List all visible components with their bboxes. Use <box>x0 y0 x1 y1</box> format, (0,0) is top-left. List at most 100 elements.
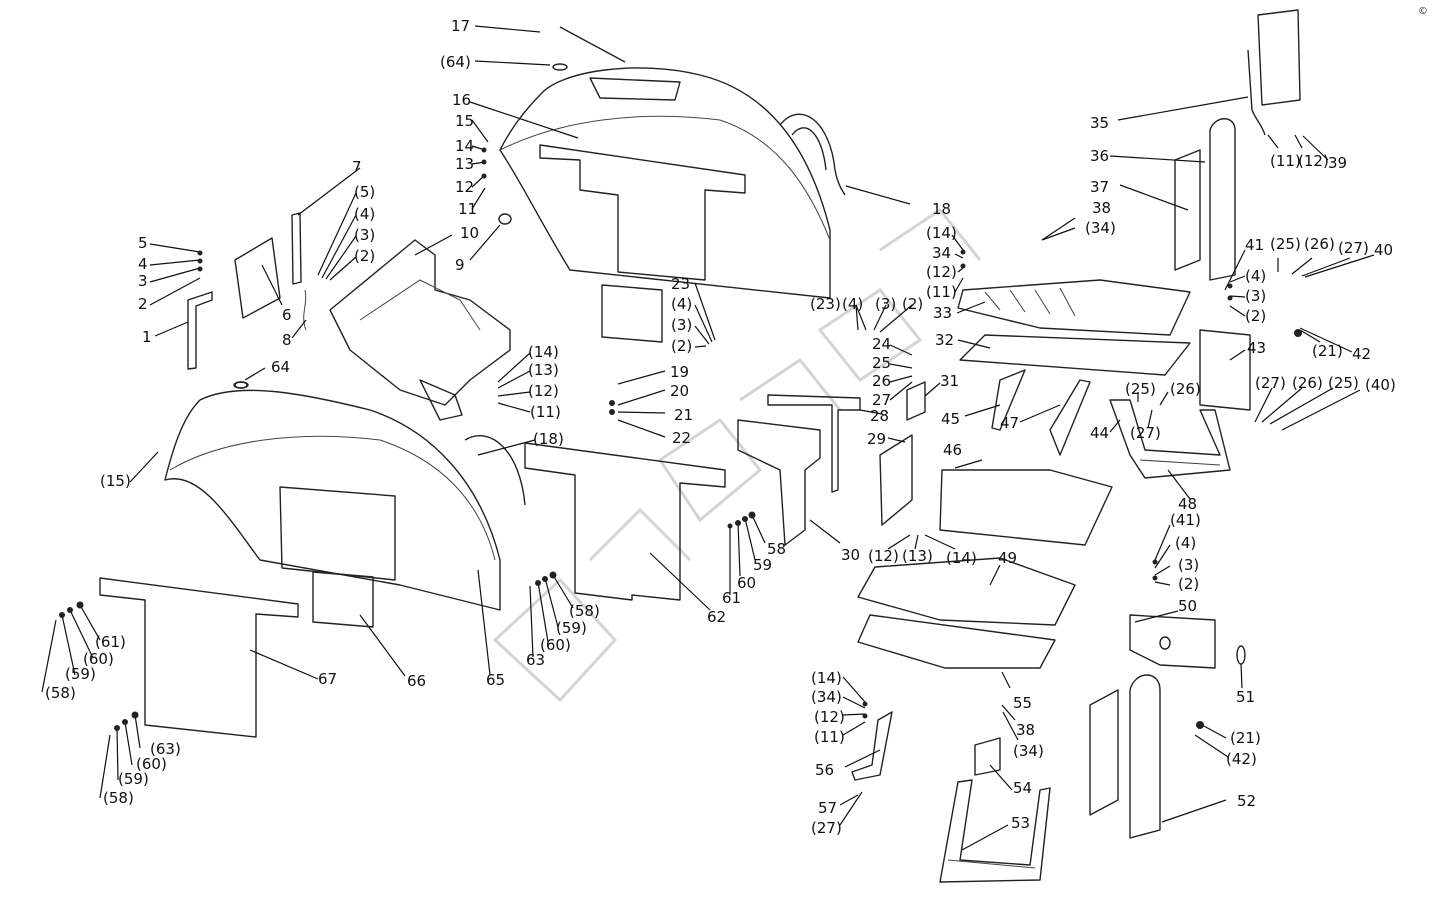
callout-c4: 15 <box>455 112 474 130</box>
callout-c88: (12) <box>868 547 899 565</box>
callout-c69: (4) <box>1245 267 1266 285</box>
callout-c46: (3) <box>875 295 896 313</box>
callout-c65: (25) <box>1270 235 1301 253</box>
callout-c92: (41) <box>1170 511 1201 529</box>
callout-c41: (12) <box>926 263 957 281</box>
callout-c63: 39 <box>1328 154 1347 172</box>
callout-c83: 45 <box>941 410 960 428</box>
callout-c78: (27) <box>1255 374 1286 392</box>
callout-c58: 37 <box>1090 178 1109 196</box>
callout-c8: 11 <box>458 200 477 218</box>
callout-c5: 14 <box>455 137 474 155</box>
part-31-plate <box>906 381 926 421</box>
part-16-rear-fender-right <box>499 63 831 299</box>
callout-c125: (61) <box>95 633 126 651</box>
callout-c100: (34) <box>1013 742 1044 760</box>
part-51-ring <box>1236 645 1246 665</box>
callout-c64: 41 <box>1245 236 1264 254</box>
callout-c120: (60) <box>540 636 571 654</box>
callout-c42: (11) <box>926 283 957 301</box>
callout-c77: (27) <box>1130 424 1161 442</box>
part-62-plate <box>524 442 726 601</box>
callout-c132: (58) <box>103 789 134 807</box>
callout-c107: (11) <box>814 728 845 746</box>
callout-c14: (3) <box>354 226 375 244</box>
callout-c111: 54 <box>1013 779 1032 797</box>
callout-c51: 27 <box>872 391 891 409</box>
callout-c87: 30 <box>841 546 860 564</box>
part-8-wire <box>303 289 307 331</box>
callout-c105: (34) <box>811 688 842 706</box>
callout-c13: (4) <box>354 205 375 223</box>
part-50-bracket <box>1129 614 1216 669</box>
part-29-plate <box>879 434 913 526</box>
callout-c62: (12) <box>1298 152 1329 170</box>
copyright-mark: © <box>1418 6 1428 17</box>
callout-c43: 33 <box>933 304 952 322</box>
part-49-floor-mat <box>857 557 1076 626</box>
callout-c22: 8 <box>282 331 292 349</box>
callout-c3: 16 <box>452 91 471 109</box>
part-10-grommet <box>498 213 512 225</box>
callout-c60: (34) <box>1085 219 1116 237</box>
part-7-strip <box>291 212 302 285</box>
part-53-step <box>939 779 1051 883</box>
callout-c59: 38 <box>1092 199 1111 217</box>
callout-c127: (59) <box>65 665 96 683</box>
callout-c99: 38 <box>1016 721 1035 739</box>
callout-c84: 47 <box>1000 414 1019 432</box>
callout-c47: (2) <box>902 295 923 313</box>
part-23-plate <box>601 284 663 343</box>
callout-c53: 29 <box>867 430 886 448</box>
callout-c70: (3) <box>1245 287 1266 305</box>
callout-c103: 52 <box>1237 792 1256 810</box>
callout-c18: 3 <box>138 272 148 290</box>
leader-lines <box>41 25 1375 851</box>
callout-c94: (3) <box>1178 556 1199 574</box>
callout-c33: (2) <box>671 337 692 355</box>
callout-c29: (18) <box>533 430 564 448</box>
callout-c12: (5) <box>354 183 375 201</box>
callout-c7: 12 <box>455 178 474 196</box>
callout-c79: (26) <box>1292 374 1323 392</box>
watermark <box>492 207 982 703</box>
part-52-handrail <box>1089 674 1161 839</box>
part-43-bracket <box>1199 329 1251 411</box>
callout-c15: (2) <box>354 247 375 265</box>
callout-c82: 44 <box>1090 424 1109 442</box>
callout-c129: (63) <box>150 740 181 758</box>
callout-c16: 5 <box>138 234 148 252</box>
part-33-floor-mat <box>957 279 1191 336</box>
callout-c89: (13) <box>902 547 933 565</box>
callout-c80: (25) <box>1328 374 1359 392</box>
part-18-left-handle <box>464 435 526 506</box>
callout-c61: (11) <box>1270 152 1301 170</box>
callout-c96: 50 <box>1178 597 1197 615</box>
part-32-floor-plate <box>959 334 1191 376</box>
callout-c2: (64) <box>440 53 471 71</box>
part-36-handrail <box>1209 118 1236 281</box>
callout-c57: 36 <box>1090 147 1109 165</box>
callout-c104: (14) <box>811 669 842 687</box>
part-55-floor-plate <box>857 614 1056 669</box>
part-17-rod <box>559 26 626 63</box>
part-67-plate <box>99 577 299 738</box>
callout-c113: 58 <box>767 540 786 558</box>
part-56-bracket <box>851 711 893 781</box>
callout-c121: 63 <box>526 651 545 669</box>
callout-c81: (40) <box>1365 376 1396 394</box>
part-48-step <box>1109 399 1231 479</box>
callout-c93: (4) <box>1175 534 1196 552</box>
callout-c44: (23) <box>810 295 841 313</box>
part-64-grommet <box>234 381 248 389</box>
callout-c128: (58) <box>45 684 76 702</box>
callout-c26: (12) <box>528 382 559 400</box>
callout-c95: (2) <box>1178 575 1199 593</box>
callout-c72: (21) <box>1312 342 1343 360</box>
part-47-bracket <box>1049 379 1091 456</box>
part-28-bracket <box>767 394 861 493</box>
callout-c97: 51 <box>1236 688 1255 706</box>
callout-c48: 24 <box>872 335 891 353</box>
callout-c117: 62 <box>707 608 726 626</box>
